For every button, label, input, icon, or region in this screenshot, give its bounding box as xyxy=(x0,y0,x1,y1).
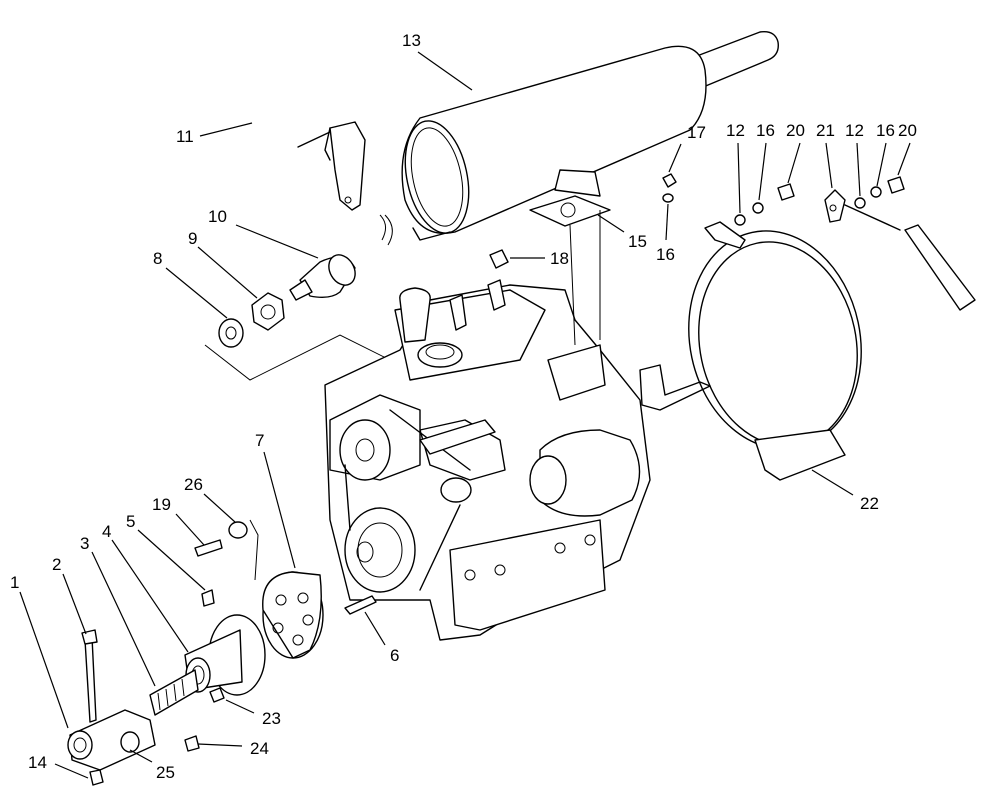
callout-11: 11 xyxy=(176,127,194,146)
callout-17: 17 xyxy=(687,123,706,142)
callout-6: 6 xyxy=(390,646,399,665)
callout-21: 21 xyxy=(816,121,835,140)
callout-16-right: 16 xyxy=(876,121,895,140)
callout-labels: 1 2 3 4 5 6 7 8 9 10 11 12 12 13 14 15 1… xyxy=(10,31,917,782)
callout-16-left: 16 xyxy=(756,121,775,140)
muffler-assembly xyxy=(401,31,779,241)
callout-23: 23 xyxy=(262,709,281,728)
callout-19: 19 xyxy=(152,495,171,514)
callout-26: 26 xyxy=(184,475,203,494)
manifold-fasteners xyxy=(489,173,677,346)
callout-20-right: 20 xyxy=(898,121,917,140)
coil-bracket xyxy=(297,121,393,246)
callout-18: 18 xyxy=(550,249,569,268)
drive-shaft xyxy=(67,629,200,786)
callout-22: 22 xyxy=(860,494,879,513)
callout-1: 1 xyxy=(10,573,19,592)
leader-lines xyxy=(19,51,911,779)
callout-7: 7 xyxy=(255,431,264,450)
callout-8: 8 xyxy=(153,249,162,268)
callout-5: 5 xyxy=(126,512,135,531)
callout-3: 3 xyxy=(80,534,89,553)
sensor-switch xyxy=(204,254,411,381)
callout-24: 24 xyxy=(250,739,269,758)
callout-15: 15 xyxy=(628,232,647,251)
callout-4: 4 xyxy=(102,522,111,541)
callout-9: 9 xyxy=(188,229,197,248)
callout-14: 14 xyxy=(28,753,47,772)
shroud-band xyxy=(639,176,976,481)
callout-10: 10 xyxy=(208,207,227,226)
callout-13: 13 xyxy=(402,31,421,50)
callout-12-left: 12 xyxy=(726,121,745,140)
callout-16-center: 16 xyxy=(656,245,675,264)
callout-20-left: 20 xyxy=(786,121,805,140)
callout-25: 25 xyxy=(156,763,175,782)
callout-2: 2 xyxy=(52,555,61,574)
drive-coupling xyxy=(184,519,377,703)
callout-12-right: 12 xyxy=(845,121,864,140)
engine-block xyxy=(324,279,651,641)
